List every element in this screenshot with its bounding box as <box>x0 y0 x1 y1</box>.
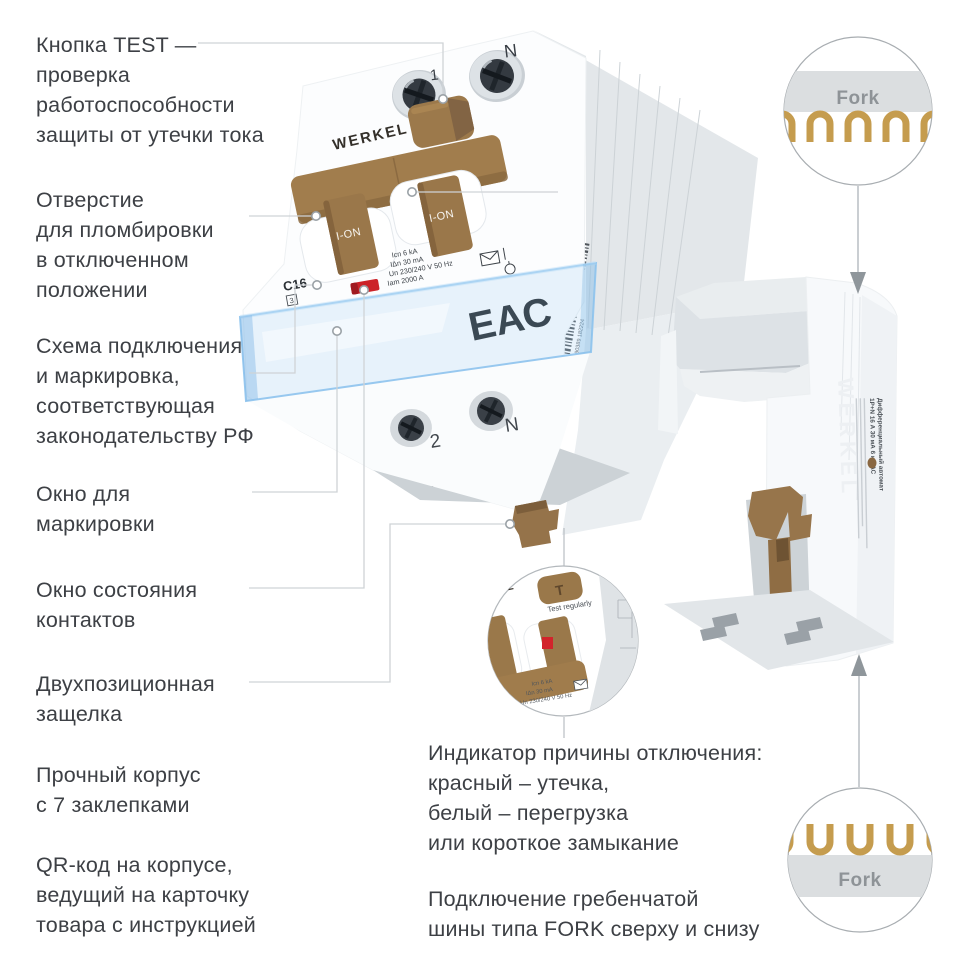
fork-slot <box>784 629 811 645</box>
anchor-dot <box>331 325 342 336</box>
feature-label-test-button: Кнопка TEST — проверка работоспособности… <box>36 33 264 147</box>
fork-circle-bottom: Fork <box>787 787 933 933</box>
test-button-mark: T <box>554 581 566 598</box>
fork-label-top: Fork <box>836 88 879 109</box>
spec-line: Icn 6 kA <box>391 246 418 259</box>
fork-prongs-down-icon <box>784 110 932 142</box>
fork-circle-top: Fork <box>783 36 933 186</box>
rail-hook-left <box>658 330 678 434</box>
spec-line: IΔn 30 mA <box>526 687 554 697</box>
feature-label-qr-code: QR-код на корпусе, ведущий на карточку т… <box>36 853 256 937</box>
terminal-label-n-top: N <box>503 40 518 61</box>
anchor-dot <box>310 211 321 222</box>
magnifier-schematic-lines <box>617 599 636 649</box>
lever-strap-left <box>323 193 379 275</box>
anchor-dot <box>437 94 448 105</box>
leader-line <box>198 42 444 94</box>
marking-window-glass <box>238 261 598 403</box>
lever-strap-right <box>417 175 473 257</box>
test-button <box>407 95 475 148</box>
leader-line <box>252 336 338 493</box>
top-terminal-screw-right <box>469 49 525 103</box>
back-rivet <box>867 457 877 469</box>
anchor-dots <box>310 94 515 529</box>
din-latch-back-upper <box>748 486 812 541</box>
side-ribs <box>587 49 701 338</box>
feature-label-marking-window: Окно для маркировки <box>36 482 155 536</box>
anchor-dot <box>504 518 515 529</box>
anchor-dot <box>406 187 417 198</box>
lever-label-right: I-ON <box>428 208 455 225</box>
spec-line: Icn 6 kA <box>531 679 553 688</box>
feature-label-wiring-diagram: Схема подключения и маркировка, соответс… <box>36 334 254 448</box>
fork-band <box>784 71 932 112</box>
feature-label-durable-housing: Прочный корпус с 7 заклепками <box>36 763 201 817</box>
energy-class-mark: 3 <box>285 293 299 307</box>
terminal-label-1: 1 <box>429 66 439 84</box>
leader-line <box>249 523 505 683</box>
feature-label-sealing-hole: Отверстие для пломбировки в отключенном … <box>36 188 214 302</box>
fork-band <box>788 855 932 897</box>
arrow-down-icon <box>850 272 866 294</box>
fork-slot <box>796 617 823 633</box>
rail-block-lip <box>680 363 812 402</box>
energy-class-value: 3 <box>289 296 295 306</box>
terminal-label-n-bottom: N <box>503 414 520 437</box>
caption-trip-indicator: Индикатор причины отключения: красный – … <box>428 741 763 855</box>
side-text-line2: 1P+N 16 А 30 мА 6 кА АС <box>868 398 876 475</box>
back-side-text: Дифференциальный автомат 1P+N 16 А 30 мА… <box>855 398 886 549</box>
caption-fork-bus: Подключение гребенчатой шины типа FORK с… <box>428 887 760 941</box>
fork-slot <box>712 613 739 629</box>
magnified-test-button: T <box>537 571 583 605</box>
fork-slot <box>700 625 727 641</box>
leader-line <box>249 295 365 589</box>
magnified-red-indicator <box>542 637 553 649</box>
terminal-label-2: 2 <box>428 431 442 453</box>
leader-line <box>249 284 312 374</box>
rail-block-face <box>672 297 810 373</box>
breaker-back-view: WERKEL Дифференциальный автомат 1P+N 16 … <box>658 276 898 670</box>
din-latch-front-shadow <box>515 500 547 514</box>
feature-label-contact-state-window: Окно состояния контактов <box>36 578 198 632</box>
magnifier-circle: WERKEL T Test regularly Icn 6 kA IΔn 30 … <box>487 565 639 717</box>
lever-label-left: I-ON <box>335 226 362 243</box>
fork-label-bottom: Fork <box>838 870 881 891</box>
breaker-side-face <box>533 30 758 330</box>
din-latch-back-shadow <box>776 538 789 562</box>
feature-label-two-position-latch: Двухпозиционная защелка <box>36 672 215 726</box>
side-text-line1: Дифференциальный автомат <box>876 398 886 491</box>
back-side-face <box>856 295 897 654</box>
rail-block-top <box>676 277 808 319</box>
rail-slot-line <box>699 365 801 373</box>
back-bottom-face <box>664 590 894 670</box>
leader-lines <box>198 42 558 683</box>
anchor-dot <box>358 284 369 295</box>
bottom-terminal-screw-left <box>390 408 432 448</box>
bottom-terminal-screw-right <box>469 390 513 432</box>
arrow-up-icon <box>851 654 867 676</box>
anchor-dot <box>311 279 322 290</box>
